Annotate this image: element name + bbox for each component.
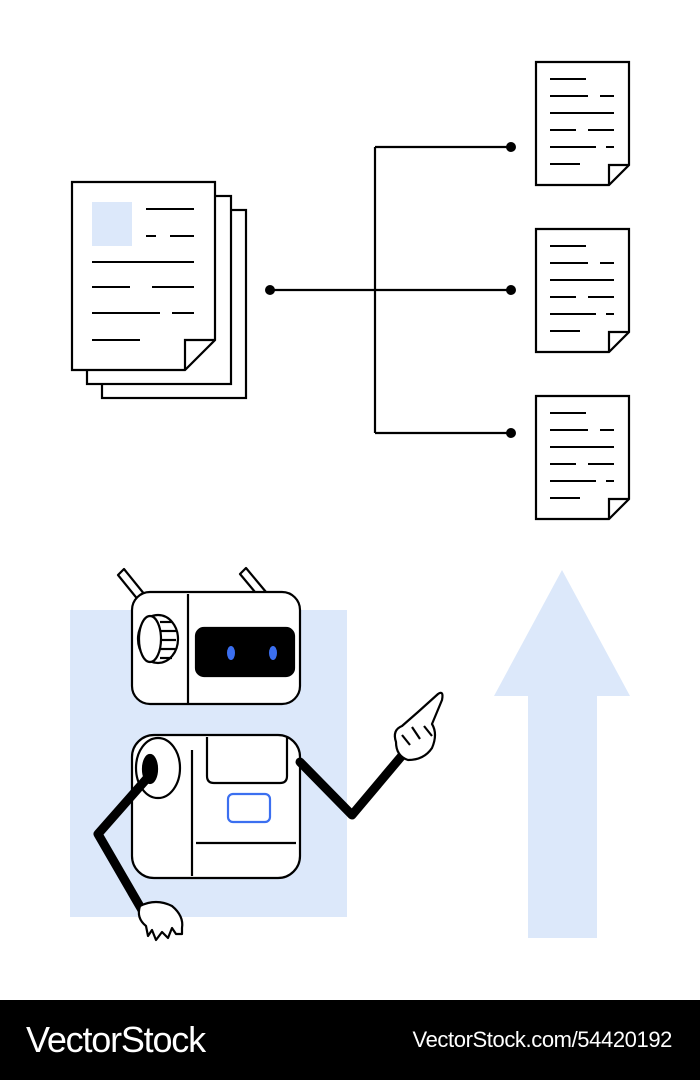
footer-image-id: VectorStock.com/54420192	[412, 1027, 673, 1052]
split-connector-icon	[270, 145, 511, 435]
robot-visor	[194, 626, 296, 678]
up-arrow-icon	[494, 570, 630, 938]
footer-bar: VectorStock VectorStock.com/54420192	[0, 1000, 700, 1080]
document-icon	[534, 60, 631, 187]
document-icon	[534, 394, 631, 521]
robot-chest-panel	[226, 792, 272, 824]
document-stack-icon	[70, 180, 248, 400]
robot-eye	[269, 646, 277, 660]
robot-eye	[227, 646, 235, 660]
document-icon	[534, 227, 631, 354]
ai-document-splitting-illustration	[70, 60, 631, 942]
footer-brand-logo: VectorStock	[26, 1019, 206, 1060]
robot-icon	[93, 566, 444, 942]
